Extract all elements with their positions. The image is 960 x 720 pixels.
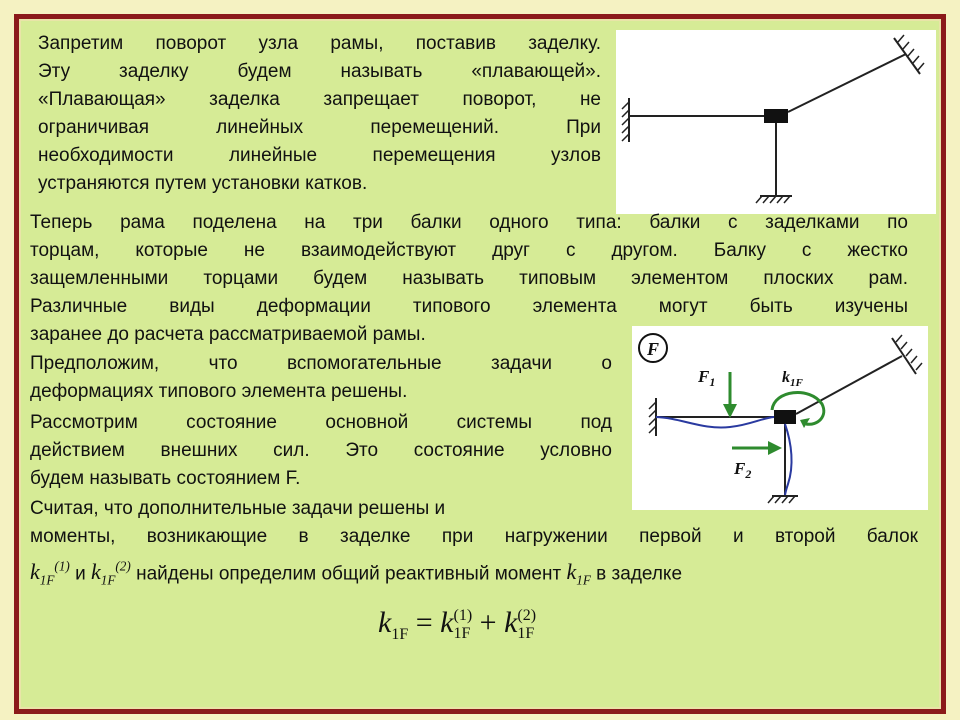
text-line: заранее до расчета рассматриваемой рамы. <box>30 324 426 345</box>
paragraph-state-f: Рассмотрим состояние основной системы по… <box>30 409 612 493</box>
text-line-with-math: k1F(1) и k1F(2) найдены определим общий … <box>30 553 918 595</box>
text-line: ограничивая линейных перемещений. При <box>38 117 601 138</box>
formula-equals: = <box>408 606 441 639</box>
text-line: Рассмотрим состояние основной системы по… <box>30 412 612 433</box>
text-line: действием внешних сил. Это состояние усл… <box>30 440 612 461</box>
text-line: Различные виды деформации типового элеме… <box>30 296 908 317</box>
text-line: устраняются путем установки катков. <box>38 173 368 194</box>
text-line: «Плавающая» заделка запрещает поворот, н… <box>38 89 601 110</box>
frame-diagram <box>616 30 936 214</box>
floating-fixing <box>774 410 796 424</box>
paragraph-total-moment: Считая, что дополнительные задачи решены… <box>30 495 918 595</box>
state-f-diagram: F <box>632 326 928 510</box>
state-label: F <box>646 339 659 359</box>
floating-fixing <box>764 109 788 123</box>
ground-hatch <box>755 195 791 204</box>
total-moment-formula: k1F = k(1)1F + k(2)1F <box>378 606 536 644</box>
paragraph-assumption: Предположим, что вспомогательные задачи … <box>30 350 612 406</box>
text-line: Эту заделку будем называть «плавающей». <box>38 61 601 82</box>
force-f2-label: F2 <box>733 459 751 481</box>
column-deformed-curve <box>784 423 793 497</box>
ground-hatch <box>767 495 796 504</box>
state-label-circle <box>638 333 668 363</box>
text-line: необходимости линейные перемещения узлов <box>38 145 601 166</box>
formula-lhs: k <box>378 606 392 639</box>
wall-hatch-left <box>621 101 630 142</box>
paragraph-floating-fixing: Запретим поворот узла рамы, поставив зад… <box>38 30 601 198</box>
text-end: в заделке <box>590 563 683 585</box>
text-line: Предположим, что вспомогательные задачи … <box>30 353 612 374</box>
beam-inclined <box>787 53 907 113</box>
wall-hatch-right <box>897 34 925 71</box>
formula-term-a: k <box>440 606 454 639</box>
text-line: Считая, что дополнительные задачи решены… <box>30 498 446 519</box>
math-k1f: k1F <box>566 559 591 588</box>
reactive-moment-arrow-head <box>800 418 810 428</box>
paragraph-typical-element: Теперь рама поделена на три балки одного… <box>30 209 908 349</box>
state-f-diagram-svg: F <box>638 333 923 504</box>
force-f1-arrow-head <box>723 404 737 418</box>
text-line: Теперь рама поделена на три балки одного… <box>30 212 908 233</box>
math-k1f-1: k1F(1) <box>30 559 70 588</box>
formula-lhs-sub: 1F <box>391 626 409 643</box>
formula-plus: + <box>472 606 505 639</box>
text-line: моменты, возникающие в заделке при нагру… <box>30 526 918 547</box>
text-line: защемленными торцами будем называть типо… <box>30 268 908 289</box>
math-k1f-2: k1F(2) <box>90 559 131 588</box>
text-line: деформациях типового элемента решены. <box>30 381 408 402</box>
reactive-moment-arc <box>770 391 826 426</box>
formula-term-b-indices: (2)1F <box>517 607 537 643</box>
text-conj: и <box>69 563 91 585</box>
force-f1-label: F1 <box>697 367 715 389</box>
text-line: Запретим поворот узла рамы, поставив зад… <box>38 33 601 54</box>
beam-inclined <box>795 355 903 415</box>
formula-term-a-indices: (1)1F <box>453 607 473 643</box>
wall-hatch-right <box>895 334 923 371</box>
reactive-moment-label: k1F <box>782 369 804 389</box>
text-line: будем называть состоянием F. <box>30 468 301 489</box>
formula-term-b: k <box>504 606 518 639</box>
beam-deformed-curve <box>655 416 775 429</box>
wall-hatch-left <box>648 401 657 434</box>
text-middle: найдены определим общий реактивный момен… <box>130 563 567 585</box>
frame-diagram-svg <box>621 34 925 204</box>
text-line: торцам, которые не взаимодействуют друг … <box>30 240 908 261</box>
force-f2-arrow-head <box>768 441 782 455</box>
